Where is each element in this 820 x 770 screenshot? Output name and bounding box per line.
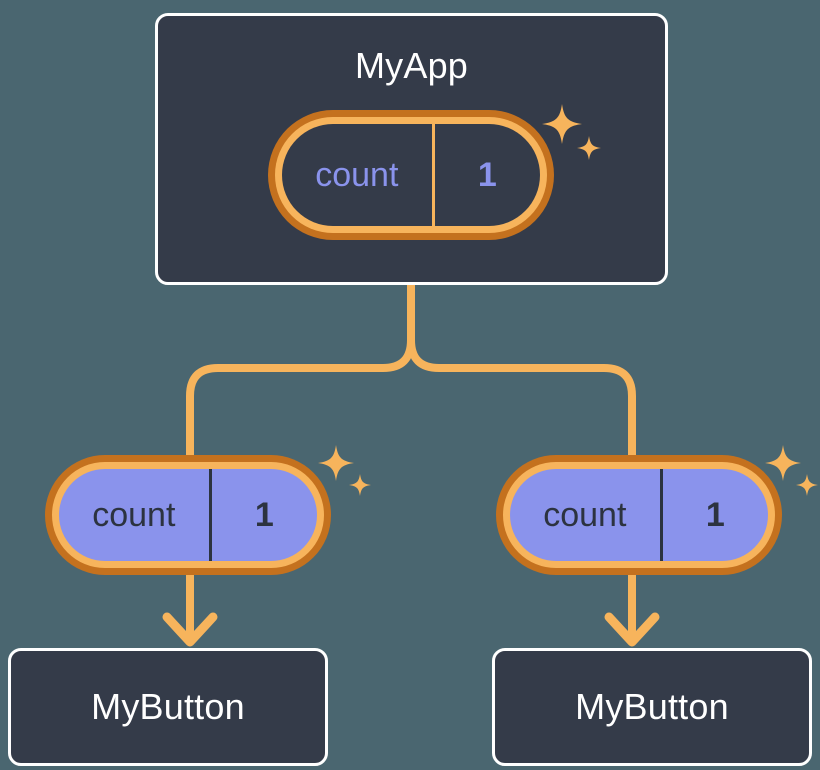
state-pill-body: count 1 (510, 469, 768, 561)
component-title-mybutton-right: MyButton (575, 686, 729, 727)
connector-branch-right (407, 339, 636, 462)
state-value-label: 1 (254, 496, 274, 534)
state-pill-ring-inner: count 1 (275, 117, 547, 233)
state-key-cell: count (282, 124, 432, 226)
sparkle-icon (765, 445, 801, 481)
component-node-mybutton-left[interactable]: MyButton (8, 648, 328, 766)
arrow-head-left (162, 612, 218, 647)
sparkle-small-icon (796, 474, 818, 496)
connector-branch-left (186, 339, 415, 462)
state-key-cell: count (59, 469, 209, 561)
state-key-cell: count (510, 469, 660, 561)
state-pill-ring-inner: count 1 (52, 462, 324, 568)
component-node-mybutton-right[interactable]: MyButton (492, 648, 812, 766)
state-key-label: count (315, 156, 399, 194)
state-pill-root[interactable]: count 1 (268, 110, 554, 240)
component-title-myapp: MyApp (354, 45, 469, 86)
state-pill-body: count 1 (282, 124, 540, 226)
state-value-cell: 1 (431, 124, 540, 226)
state-pill-ring-inner: count 1 (503, 462, 775, 568)
state-pill-child-left[interactable]: count 1 (45, 455, 331, 575)
state-pill-body: count 1 (59, 469, 317, 561)
sparkle-small-icon (349, 474, 371, 496)
state-value-label: 1 (705, 496, 725, 534)
state-value-label: 1 (477, 156, 497, 194)
arrow-head-right (604, 612, 660, 647)
sparkle-icon (318, 445, 354, 481)
state-value-cell: 1 (208, 469, 317, 561)
state-pill-child-right[interactable]: count 1 (496, 455, 782, 575)
component-title-mybutton-left: MyButton (91, 686, 245, 727)
state-value-cell: 1 (659, 469, 768, 561)
state-key-label: count (92, 496, 176, 534)
state-key-label: count (543, 496, 627, 534)
